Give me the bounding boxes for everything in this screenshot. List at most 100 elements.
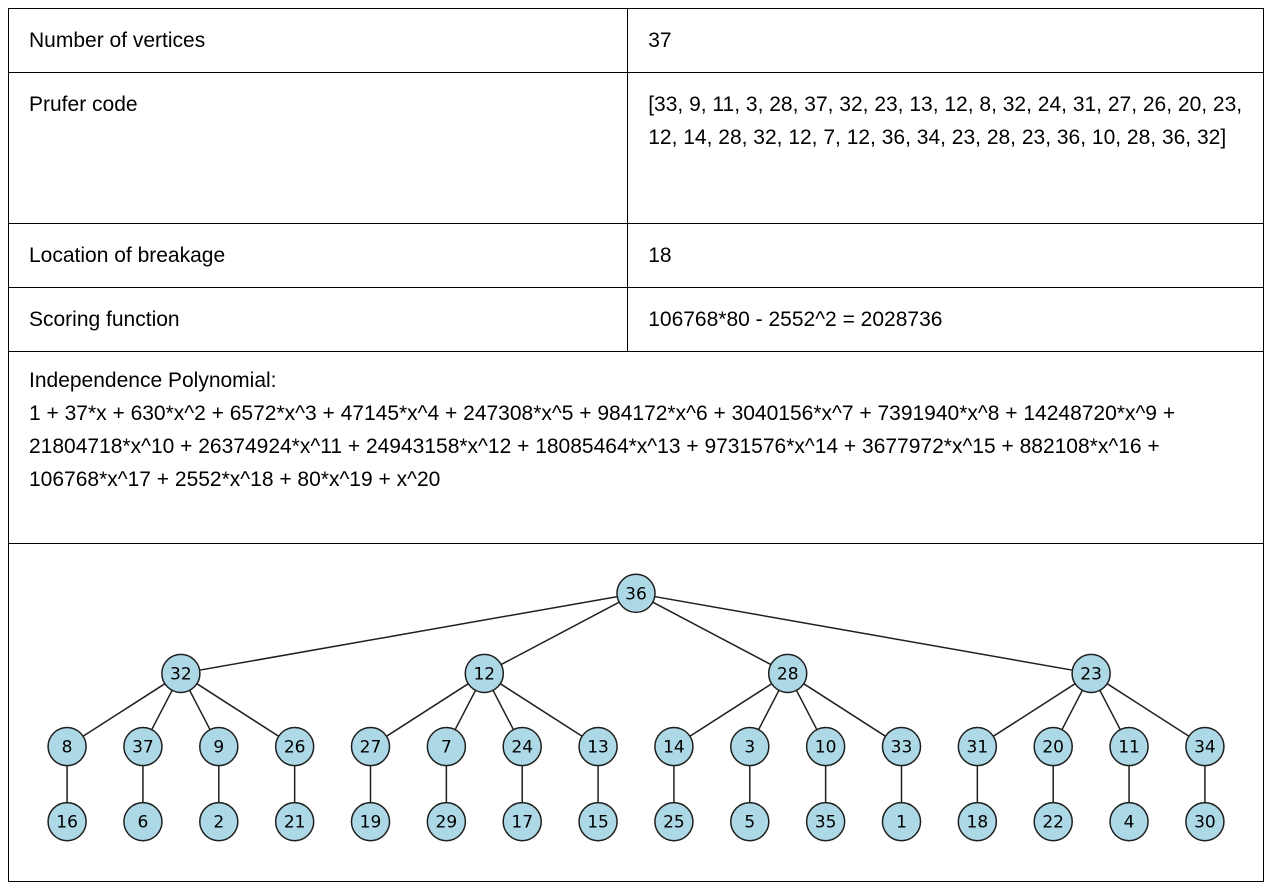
tree-node-label: 35 [815, 813, 837, 833]
tree-node-circle [350, 726, 391, 767]
row-label-prufer-code: Prufer code [29, 93, 138, 116]
tree-node-label: 29 [436, 813, 458, 833]
row-value-prufer-code: [33, 9, 11, 3, 28, 37, 32, 23, 13, 12, 8… [627, 73, 1263, 223]
polynomial-row: Independence Polynomial: 1 + 37*x + 630*… [9, 351, 1263, 543]
tree-node: 8 [47, 726, 87, 767]
tree-node-circle [464, 653, 505, 694]
tree-node-circle [805, 726, 846, 767]
tree-node: 25 [654, 801, 694, 842]
tree-node: 36 [616, 573, 656, 614]
tree-node-label: 18 [967, 813, 989, 833]
tree-node-label: 30 [1194, 813, 1216, 833]
tree-node: 14 [654, 726, 694, 767]
tree-node-label: 24 [511, 738, 533, 758]
tree-node: 4 [1109, 801, 1149, 842]
row-value-location-of-breakage: 18 [627, 224, 1263, 287]
tree-node: 22 [1033, 801, 1073, 842]
tree-node: 32 [161, 653, 201, 694]
tree-node-label: 32 [170, 664, 192, 684]
tree-node: 12 [464, 653, 505, 694]
tree-node: 19 [350, 801, 391, 842]
tree-node-label: 1 [896, 813, 907, 833]
tree-node-circle [161, 653, 201, 694]
row-label-number-of-vertices: Number of vertices [29, 29, 206, 52]
tree-node-label: 5 [744, 813, 755, 833]
tree-node-label: 31 [967, 738, 989, 758]
tree-node-circle [123, 726, 163, 767]
tree-edge [370, 672, 485, 748]
tree-node-label: 14 [663, 738, 685, 758]
tree-node-circle [578, 801, 618, 842]
tree-edge [483, 592, 637, 675]
tree-node-circle [729, 801, 770, 842]
tree-edge [673, 672, 789, 748]
polynomial-title: Independence Polynomial: [29, 369, 277, 392]
tree-edge [635, 592, 1092, 675]
table-row: Scoring function 106768*80 - 2552^2 = 20… [9, 287, 1263, 351]
tree-edge [66, 672, 182, 748]
tree-node: 11 [1109, 726, 1149, 767]
tree-node-label: 23 [1080, 664, 1102, 684]
tree-node-label: 15 [587, 813, 609, 833]
tree-node-circle [881, 801, 922, 842]
tree-node: 16 [47, 801, 87, 842]
tree-node: 20 [1033, 726, 1073, 767]
tree-edge [976, 672, 1092, 748]
tree-node-circle [881, 726, 922, 767]
row-value-scoring-function: 106768*80 - 2552^2 = 2028736 [627, 288, 1263, 351]
tree-edge [180, 672, 296, 748]
tree-node: 27 [350, 726, 391, 767]
tree-node-circle [1033, 801, 1073, 842]
tree-node-label: 36 [625, 584, 647, 604]
tree-node: 18 [957, 801, 998, 842]
tree-node-circle [1033, 726, 1073, 767]
tree-node-label: 26 [284, 738, 306, 758]
tree-node: 35 [805, 801, 846, 842]
tree-node: 5 [729, 801, 770, 842]
tree-node-circle [47, 726, 87, 767]
tree-node-circle [1109, 726, 1149, 767]
tree-node-label: 12 [473, 664, 495, 684]
tree-node-circle [957, 801, 998, 842]
tree-node-circle [1185, 801, 1225, 842]
tree-node-circle [502, 801, 543, 842]
tree-node-circle [274, 801, 315, 842]
tree-node: 15 [578, 801, 618, 842]
tree-svg: 3632816376922621122719729241713152814253… [47, 573, 1225, 842]
tree-node-label: 34 [1194, 738, 1216, 758]
tree-node: 33 [881, 726, 922, 767]
tree-edge [1090, 672, 1206, 748]
tree-node-label: 3 [744, 738, 755, 758]
tree-node-label: 28 [777, 664, 799, 684]
tree-node: 23 [1071, 653, 1111, 694]
tree-node-label: 27 [360, 738, 382, 758]
tree-node: 6 [123, 801, 163, 842]
tree-node-circle [502, 726, 543, 767]
tree-node: 24 [502, 726, 543, 767]
tree-node-circle [1071, 653, 1111, 694]
tree-node-circle [654, 726, 694, 767]
tree-node-circle [199, 726, 239, 767]
tree-node: 31 [957, 726, 998, 767]
tree-node-label: 16 [56, 813, 78, 833]
tree-node-circle [654, 801, 694, 842]
row-label-scoring-function: Scoring function [29, 308, 180, 331]
tree-node-label: 25 [663, 813, 685, 833]
tree-node-circle [805, 801, 846, 842]
tree-node: 30 [1185, 801, 1225, 842]
table-row: Location of breakage 18 [9, 223, 1263, 287]
tree-node-circle [767, 653, 808, 694]
row-label-location-of-breakage: Location of breakage [29, 244, 226, 267]
tree-node: 17 [502, 801, 543, 842]
tree-node-circle [199, 801, 239, 842]
tree-node-circle [274, 726, 315, 767]
tree-edge [635, 592, 789, 675]
tree-node-circle [578, 726, 618, 767]
tree-node-label: 7 [441, 738, 452, 758]
tree-node-label: 19 [360, 813, 382, 833]
tree-node: 9 [199, 726, 239, 767]
tree-node: 29 [426, 801, 467, 842]
tree-node: 21 [274, 801, 315, 842]
tree-edge [483, 672, 599, 748]
